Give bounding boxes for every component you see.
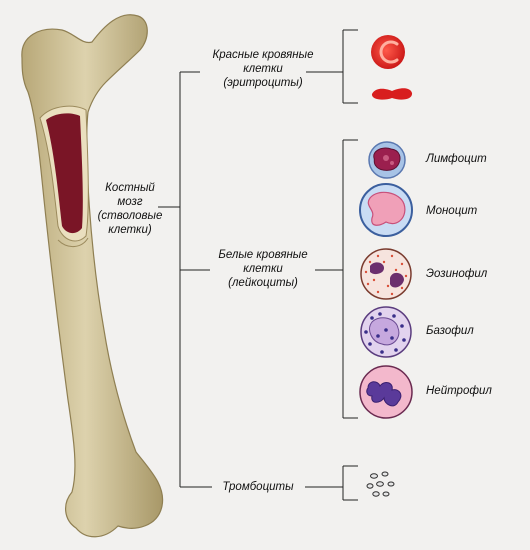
red-cells-label-line2: клетки [243, 63, 283, 75]
red-cells-label-line3: (эритроциты) [223, 77, 303, 89]
erythrocyte-front [371, 35, 405, 69]
eosinophil-label: Эозинофил [426, 268, 488, 280]
white-cells-label-line2: клетки [243, 263, 283, 275]
white-cells-label-line1: Белые кровяные [218, 249, 308, 261]
marrow-label-line3: (стволовые [97, 210, 163, 222]
bracket-lines [158, 29, 358, 501]
neutrophil-label: Нейтрофил [426, 385, 492, 397]
platelets-label-text: Тромбоциты [222, 481, 294, 493]
basophil-label: Базофил [426, 325, 474, 337]
red-cells-label-line1: Красные кровяные [212, 49, 314, 61]
marrow-label-line4: клетки) [108, 224, 152, 236]
lymphocyte-label: Лимфоцит [426, 153, 487, 165]
monocyte-label: Моноцит [426, 205, 478, 217]
marrow-label-line2: мозг [117, 196, 143, 208]
white-cells-label-line3: (лейкоциты) [228, 277, 298, 289]
marrow-label-line1: Костный [105, 182, 155, 194]
red-cells-label: Красные кровяные клетки (эритроциты) [200, 48, 326, 90]
platelets-icon [366, 471, 395, 497]
monocyte-cell [359, 183, 413, 237]
white-cells-label: Белые кровяные клетки (лейкоциты) [200, 248, 326, 290]
basophil-cell [360, 306, 412, 358]
platelets-label: Тромбоциты [206, 480, 310, 494]
femur-bone [21, 14, 164, 538]
erythrocyte-side [371, 88, 413, 100]
lymphocyte-cell [368, 141, 406, 179]
eosinophil-cell [360, 248, 412, 300]
neutrophil-cell [359, 365, 413, 419]
marrow-label: Костный мозг (стволовые клетки) [90, 181, 170, 237]
